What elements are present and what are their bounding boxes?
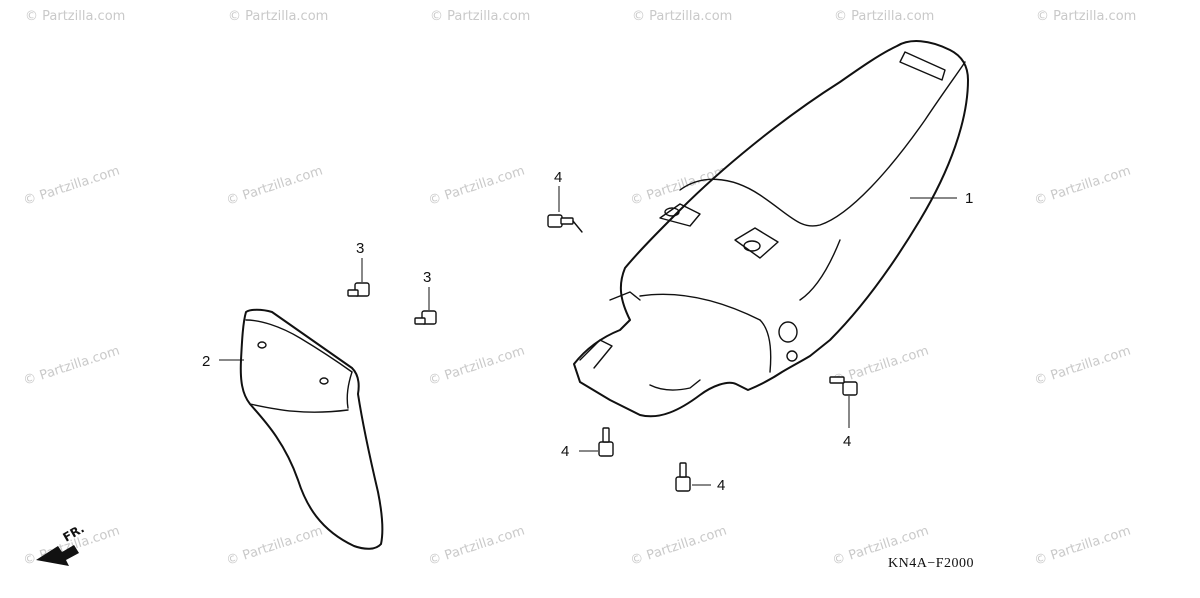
watermark: © Partzilla.com — [225, 164, 325, 209]
bolt-top — [547, 186, 583, 233]
watermark: © Partzilla.com — [1036, 9, 1136, 24]
callout-bolt-bottom-left: 4 — [561, 443, 569, 460]
watermark: © Partzilla.com — [632, 9, 732, 24]
callout-bolt-top: 4 — [554, 169, 562, 186]
bolt-bottom-left — [579, 427, 614, 457]
watermark: © Partzilla.com — [1033, 524, 1133, 569]
watermark: © Partzilla.com — [22, 164, 122, 209]
watermark: © Partzilla.com — [427, 524, 527, 569]
watermark-layer: © Partzilla.com © Partzilla.com © Partzi… — [22, 9, 1137, 569]
watermark: © Partzilla.com — [1033, 164, 1133, 209]
watermark: © Partzilla.com — [430, 9, 530, 24]
callout-bolt-right: 4 — [843, 433, 851, 450]
callout-bolt-left-a: 3 — [356, 240, 364, 257]
bolt-left-b — [414, 287, 437, 325]
bolt-bottom-right — [675, 462, 711, 492]
watermark: © Partzilla.com — [25, 9, 125, 24]
callout-rear-fender: 1 — [965, 190, 973, 207]
arrow-left-icon — [36, 545, 79, 566]
watermark: © Partzilla.com — [427, 344, 527, 389]
bolt-right — [829, 376, 858, 428]
watermark: © Partzilla.com — [427, 164, 527, 209]
callout-bolt-bottom-right: 4 — [717, 477, 725, 494]
callout-bolt-left-b: 3 — [423, 269, 431, 286]
watermark: © Partzilla.com — [834, 9, 934, 24]
drawing-code: KN4A−F2000 — [888, 556, 974, 571]
watermark: © Partzilla.com — [629, 524, 729, 569]
watermark: © Partzilla.com — [22, 344, 122, 389]
watermark: © Partzilla.com — [228, 9, 328, 24]
callout-mud-guard: 2 — [202, 353, 210, 370]
watermark: © Partzilla.com — [225, 524, 325, 569]
bolt-left-a — [347, 258, 370, 297]
watermark: © Partzilla.com — [1033, 344, 1133, 389]
mud-guard-part — [239, 308, 384, 550]
rear-fender-part — [573, 40, 969, 418]
